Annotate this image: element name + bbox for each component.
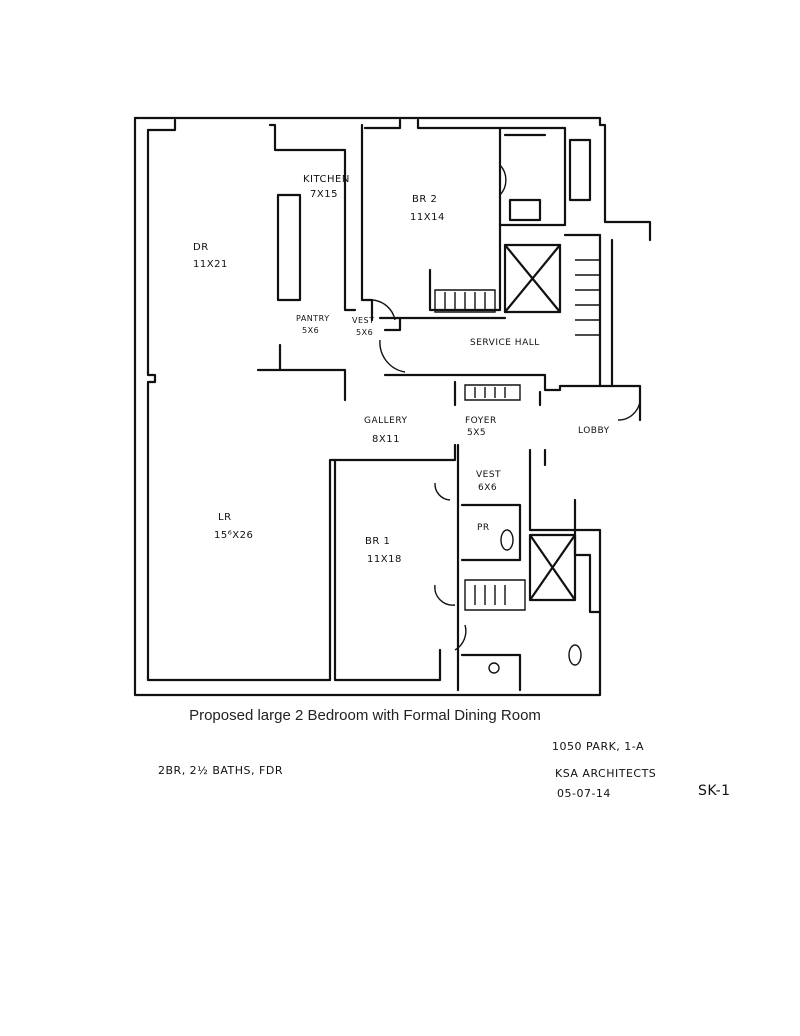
br1-size: 11X18 bbox=[367, 554, 402, 565]
br2-size: 11X14 bbox=[410, 212, 445, 223]
dr-label: DR bbox=[193, 242, 209, 253]
service-hall-label: SERVICE HALL bbox=[470, 338, 540, 348]
pantry-label: PANTRY bbox=[296, 314, 330, 323]
br1-label: BR 1 bbox=[365, 536, 390, 547]
vest-top-size: 5X6 bbox=[356, 328, 373, 337]
date-note: 05-07-14 bbox=[557, 787, 611, 800]
walls bbox=[133, 116, 652, 697]
kitchen-size: 7X15 bbox=[310, 189, 338, 200]
br2-label: BR 2 bbox=[412, 194, 437, 205]
plan-caption: Proposed large 2 Bedroom with Formal Din… bbox=[189, 707, 541, 724]
dr-size: 11X21 bbox=[193, 259, 228, 270]
gallery-label: GALLERY bbox=[364, 416, 408, 426]
kitchen-label: KITCHEN bbox=[303, 174, 350, 185]
pr-label: PR bbox=[477, 523, 490, 533]
foyer-size: 5X5 bbox=[467, 428, 486, 438]
vest-bottom-label: VEST bbox=[476, 470, 501, 480]
pantry-size: 5X6 bbox=[302, 326, 319, 335]
vest-top-label: VEST bbox=[352, 316, 375, 325]
door-swings bbox=[371, 164, 641, 674]
lobby-label: LOBBY bbox=[578, 426, 610, 436]
sheet-number: SK-1 bbox=[698, 783, 731, 799]
stairs bbox=[434, 259, 600, 611]
summary-note: 2BR, 2½ BATHS, FDR bbox=[158, 764, 283, 777]
architect-note: KSA ARCHITECTS bbox=[555, 767, 657, 780]
room-labels: KITCHEN 7X15 BR 2 11X14 DR 11X21 PANTRY … bbox=[193, 174, 610, 565]
lr-size: 15⁶X26 bbox=[214, 530, 253, 541]
address-note: 1050 PARK, 1-A bbox=[552, 740, 645, 753]
gallery-size: 8X11 bbox=[372, 434, 400, 445]
vest-bottom-size: 6X6 bbox=[478, 483, 497, 493]
foyer-label: FOYER bbox=[465, 416, 497, 426]
lr-label: LR bbox=[218, 512, 232, 523]
